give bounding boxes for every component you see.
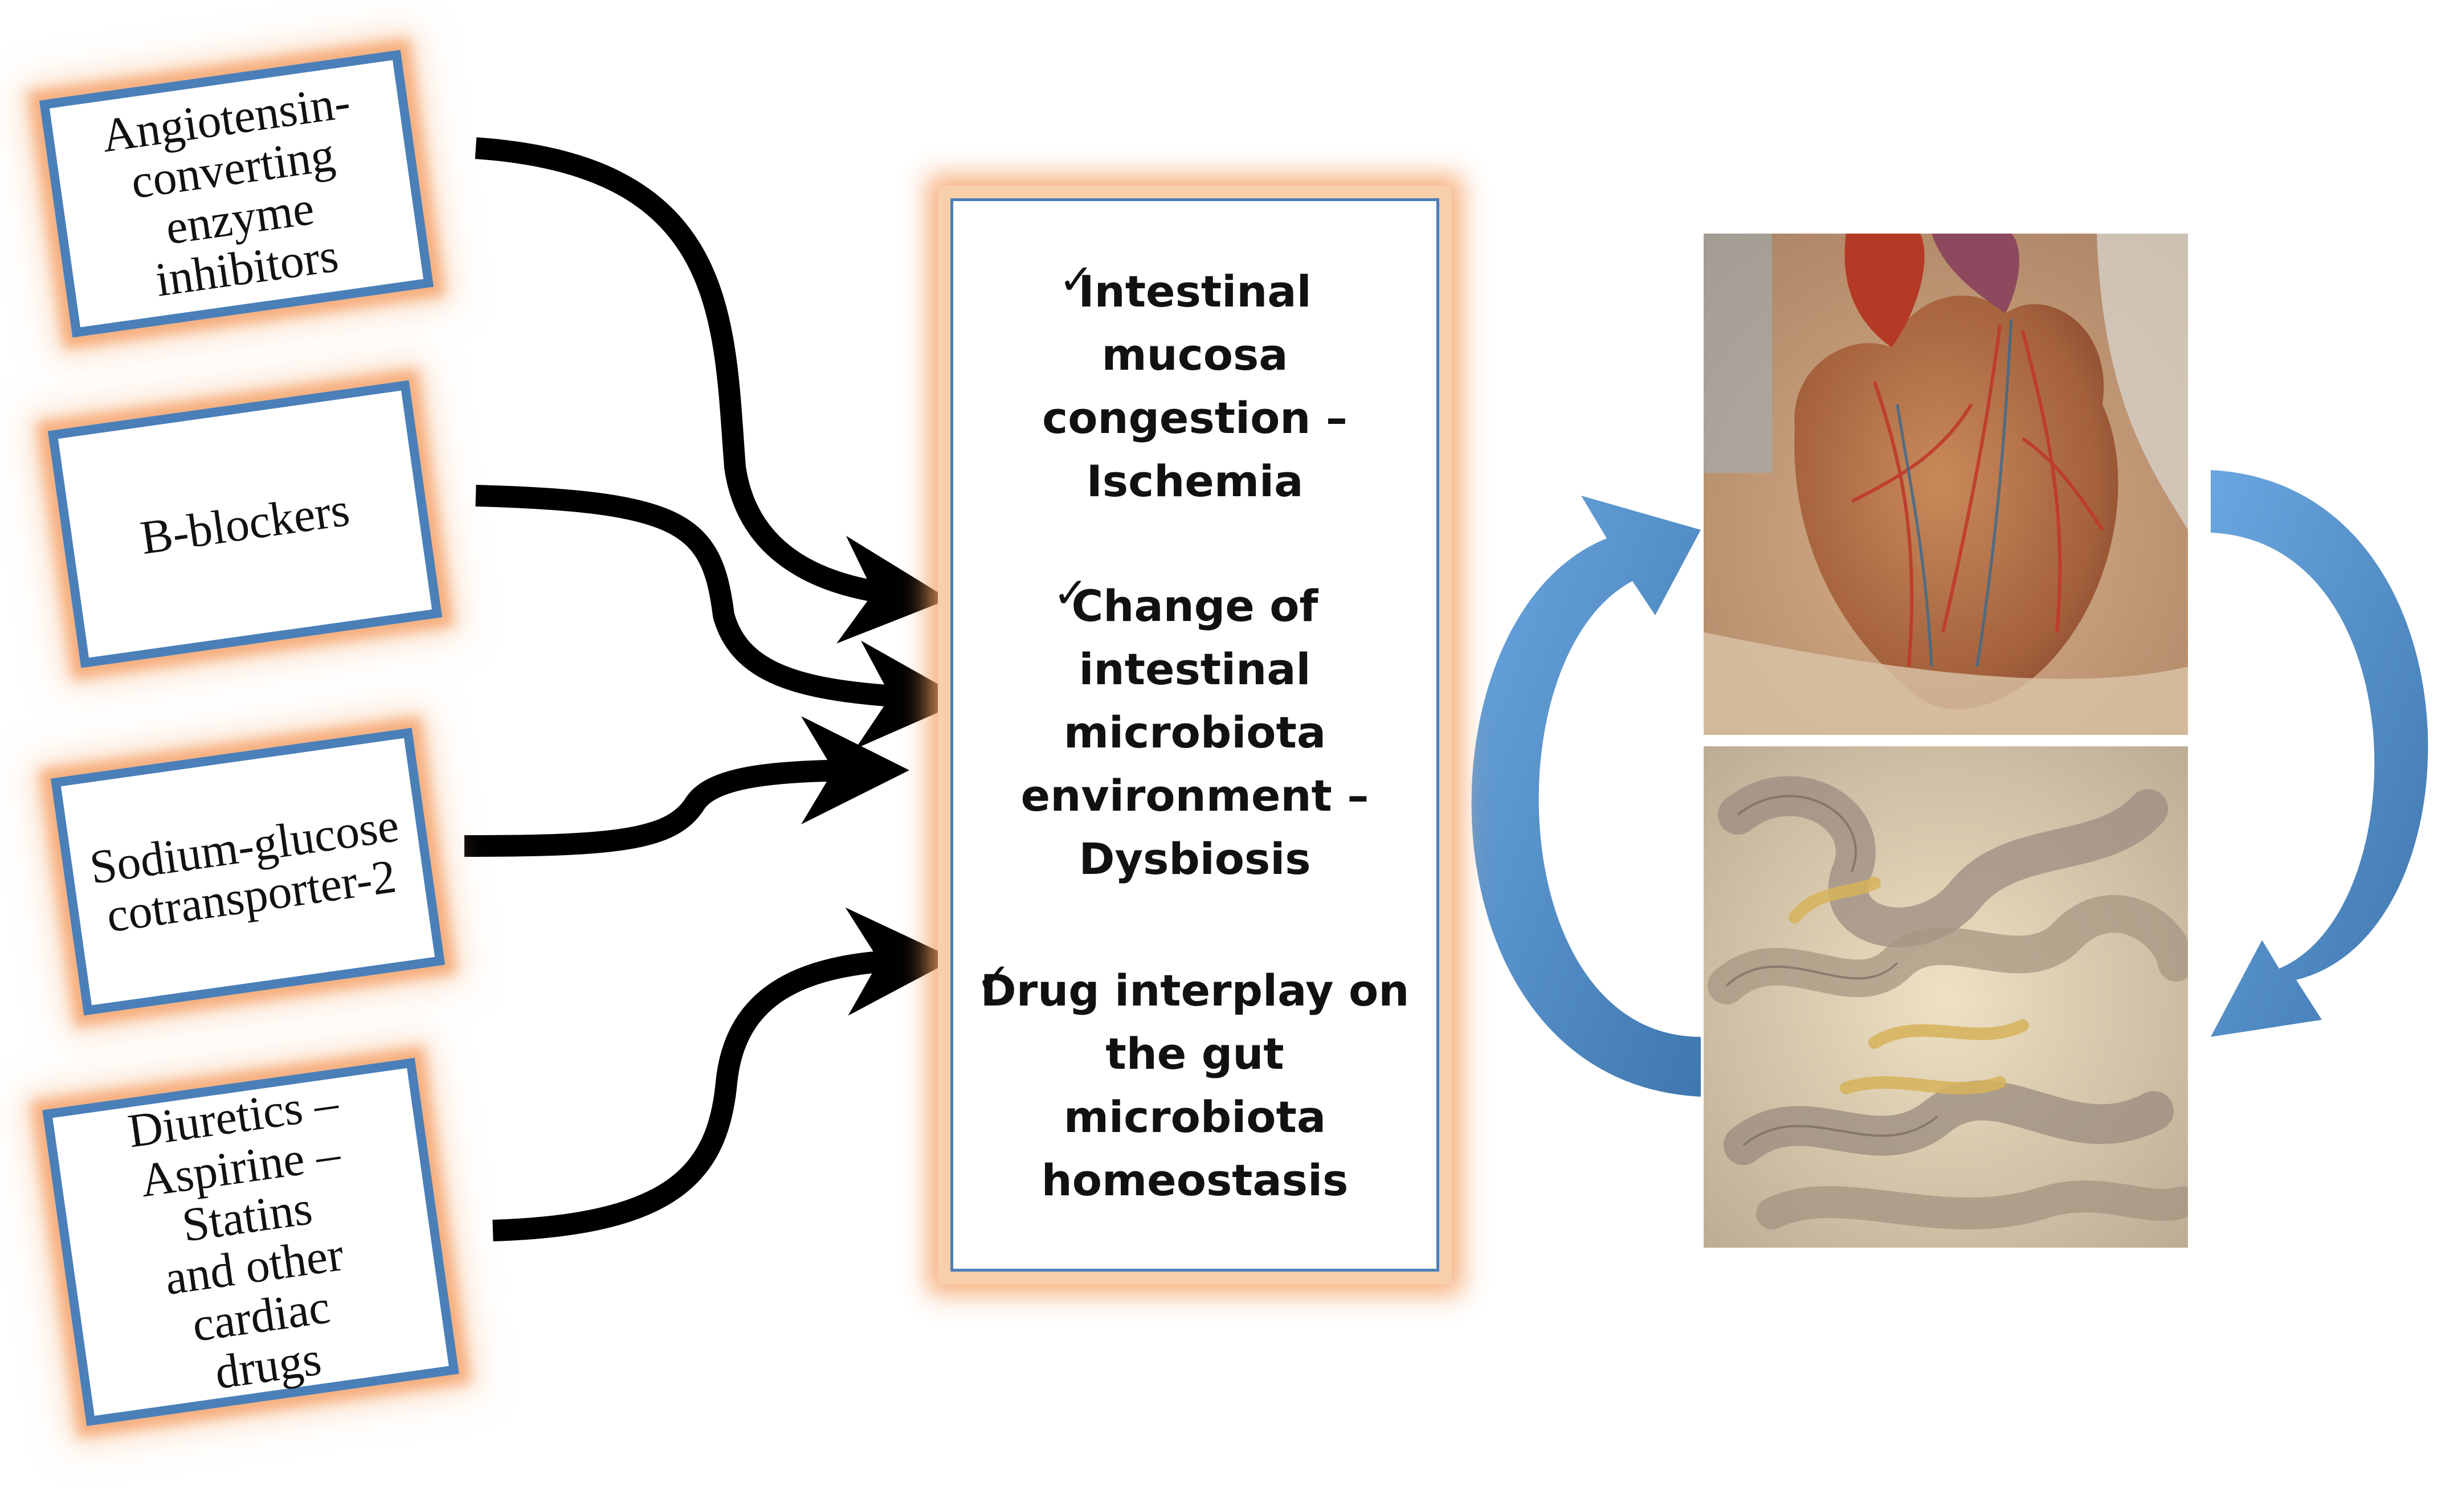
heart-anatomy-icon [1704,234,2188,735]
drug-box-sglt2: Sodium-glucose cotransporter-2 [50,728,446,1016]
drug-box-diuretics-aspirine-statins: Diuretics – Aspirine – Statins and other… [42,1057,459,1427]
drug-label-line: B-blockers [137,483,353,565]
effect-line: Intestinal [1078,266,1312,317]
effect-line: congestion – [1042,393,1348,443]
effect-line: environment – [1020,770,1369,821]
check-icon: ✓ [1053,569,1089,618]
arrow-sglt2-to-effects [464,716,909,857]
arrow-diuretics-to-effects [492,907,955,1241]
effect-line: mucosa [1101,329,1288,380]
drug-box-ace-inhibitors: Angiotensin- converting enzyme inhibitor… [39,50,434,338]
check-icon: ✓ [976,954,1012,1003]
arrow-bblockers-to-effects [475,485,966,749]
effect-microbiota-dysbiosis: Change of intestinal microbiota environm… [953,574,1436,890]
arrow-ace-to-effects [475,137,949,644]
cycle-arrow-left [1471,496,1701,1097]
intestine-anatomy-icon [1704,746,2188,1248]
effect-line: Dysbiosis [1079,833,1311,884]
effects-box: ✓ Intestinal mucosa congestion – Ischemi… [950,198,1439,1272]
effect-line: Change of [1071,581,1318,631]
heart-illustration [1704,234,2188,735]
effect-line: intestinal [1079,644,1311,694]
effect-line: microbiota [1063,707,1326,758]
effect-line: microbiota [1063,1092,1326,1142]
drug-box-b-blockers: B-blockers [47,380,443,668]
check-icon: ✓ [1059,255,1095,304]
effect-drug-interplay: Drug interplay on the gut microbiota hom… [953,959,1436,1212]
effect-line: Drug interplay on [980,965,1410,1016]
effect-line: the gut [1105,1028,1284,1079]
effect-mucosa-congestion: Intestinal mucosa congestion – Ischemia [953,260,1436,513]
cycle-arrow-right [2211,470,2428,1037]
intestine-illustration [1704,746,2188,1248]
effect-line: homeostasis [1041,1155,1349,1205]
effect-line: Ischemia [1086,456,1304,506]
